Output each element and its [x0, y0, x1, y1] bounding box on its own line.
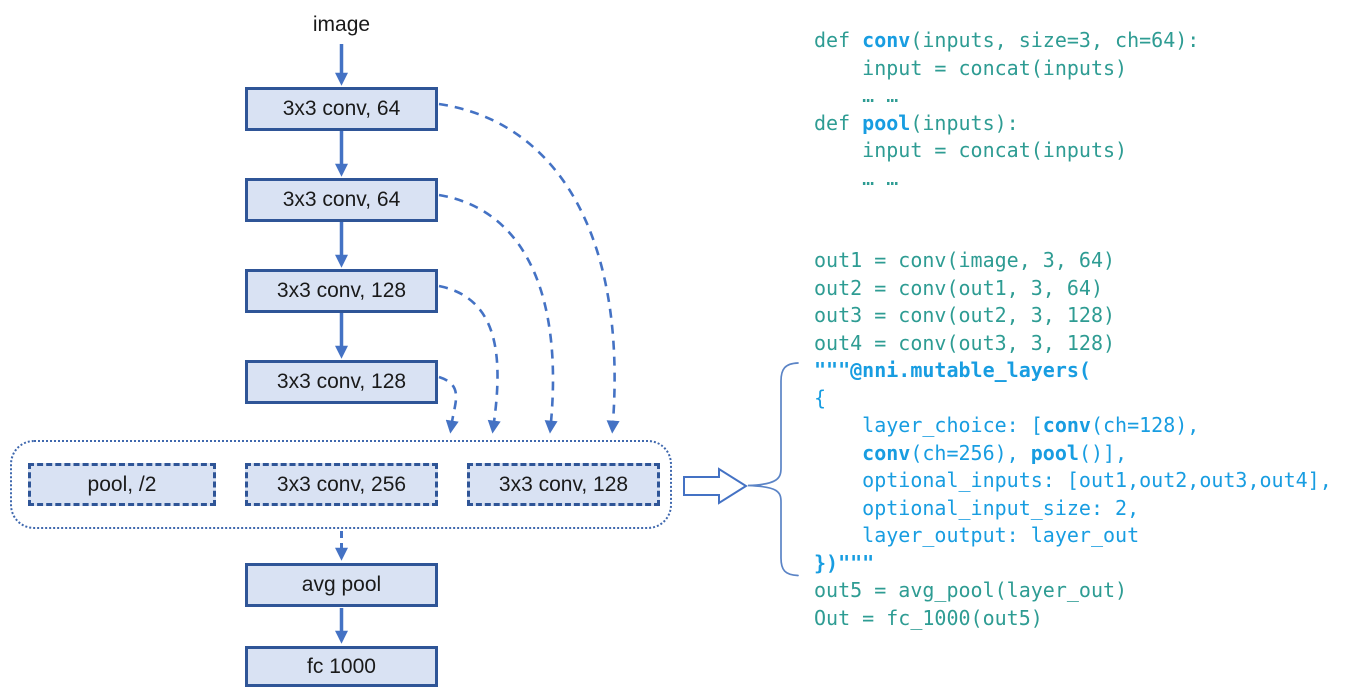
code-line: out3 = conv(out2, 3, 128): [814, 302, 1332, 330]
code-segment: (inputs, size=3, ch=64):: [910, 28, 1200, 52]
code-segment: [814, 441, 862, 465]
code-segment: def: [814, 28, 863, 52]
choice-box-conv256-label: 3x3 conv, 256: [276, 472, 407, 496]
conv-box-1: 3x3 conv, 64: [245, 87, 438, 131]
code-line: layer_choice: [conv(ch=128),: [814, 412, 1332, 440]
code-line: optional_input_size: 2,: [814, 495, 1332, 523]
code-line: def conv(inputs, size=3, ch=64):: [814, 27, 1332, 55]
skip-curve-conv3: [438, 284, 501, 434]
code-segment: layer_choice: [: [814, 413, 1043, 437]
code-segment: pool: [1030, 440, 1079, 465]
conv-box-2-label: 3x3 conv, 64: [282, 188, 401, 211]
code-line: out4 = conv(out3, 3, 128): [814, 330, 1332, 358]
block-arrow-icon: [683, 467, 748, 505]
mutable-layer-container: [10, 440, 672, 529]
code-segment: })""": [814, 550, 875, 575]
code-segment: … …: [814, 165, 899, 190]
code-line: layer_output: layer_out: [814, 522, 1332, 550]
avg-pool-box-label: avg pool: [301, 573, 382, 596]
skip-curve-conv4: [438, 375, 459, 434]
code-line: conv(ch=256), pool()],: [814, 440, 1332, 468]
avg-pool-box: avg pool: [245, 563, 438, 607]
code-line: Out = fc_1000(out5): [814, 605, 1332, 633]
code-segment: out1 = conv(image, 3, 64): [814, 248, 1116, 272]
code-line: input = concat(inputs): [814, 55, 1332, 83]
code-line: out5 = avg_pool(layer_out): [814, 577, 1332, 605]
code-segment: Out = fc_1000(out5): [814, 605, 1043, 630]
choice-box-pool-label: pool, /2: [87, 472, 157, 496]
code-line: {: [814, 385, 1332, 413]
code-line: out2 = conv(out1, 3, 64): [814, 275, 1332, 303]
conv-box-3: 3x3 conv, 128: [245, 269, 438, 313]
code-line: })""": [814, 550, 1332, 578]
code-line: [814, 192, 1332, 220]
code-line: … …: [814, 82, 1332, 110]
code-segment: conv: [862, 28, 911, 52]
conv-box-4: 3x3 conv, 128: [245, 360, 438, 404]
code-segment: (ch=256),: [910, 440, 1031, 465]
conv-box-3-label: 3x3 conv, 128: [276, 279, 407, 302]
input-label: image: [312, 13, 371, 36]
code-segment: out3 = conv(out2, 3, 128): [814, 303, 1116, 327]
code-segment: layer_output: layer_out: [814, 523, 1140, 547]
code-line: def pool(inputs):: [814, 110, 1332, 138]
conv-box-1-label: 3x3 conv, 64: [282, 97, 401, 120]
code-segment: ()],: [1078, 440, 1128, 465]
code-segment: conv: [1042, 413, 1091, 437]
fc-box-label: fc 1000: [307, 654, 376, 678]
code-segment: … …: [814, 83, 899, 107]
curly-brace: [747, 362, 799, 577]
code-line: input = concat(inputs): [814, 137, 1332, 165]
skip-curve-conv1: [438, 102, 620, 434]
code-segment: out5 = avg_pool(layer_out): [814, 578, 1128, 602]
skip-curve-conv2: [438, 193, 558, 434]
code-segment: input = concat(inputs): [814, 138, 1128, 162]
code-segment: out2 = conv(out1, 3, 64): [814, 275, 1103, 300]
choice-box-conv128-label: 3x3 conv, 128: [498, 472, 629, 496]
conv-box-4-label: 3x3 conv, 128: [276, 370, 407, 393]
code-line: """@nni.mutable_layers(: [814, 357, 1332, 385]
code-block: def conv(inputs, size=3, ch=64): input =…: [814, 27, 1332, 632]
code-segment: out4 = conv(out3, 3, 128): [814, 330, 1116, 355]
code-segment: """@nni.mutable_layers(: [814, 358, 1091, 382]
code-segment: def: [814, 110, 863, 135]
code-line: out1 = conv(image, 3, 64): [814, 247, 1332, 275]
choice-box-conv256: 3x3 conv, 256: [245, 463, 438, 506]
fc-box: fc 1000: [245, 646, 438, 687]
code-segment: (ch=128),: [1090, 413, 1200, 437]
code-segment: optional_inputs: [out1,out2,out3,out4],: [814, 468, 1332, 492]
code-segment: conv: [862, 440, 911, 465]
choice-box-pool: pool, /2: [28, 463, 216, 506]
code-segment: {: [814, 385, 827, 410]
code-line: … …: [814, 165, 1332, 193]
code-segment: input = concat(inputs): [814, 55, 1128, 80]
code-line: optional_inputs: [out1,out2,out3,out4],: [814, 467, 1332, 495]
code-segment: (inputs):: [910, 110, 1019, 135]
choice-box-conv128: 3x3 conv, 128: [467, 463, 660, 506]
code-segment: optional_input_size: 2,: [814, 495, 1140, 520]
conv-box-2: 3x3 conv, 64: [245, 178, 438, 222]
code-segment: pool: [862, 110, 911, 135]
code-line: [814, 220, 1332, 248]
